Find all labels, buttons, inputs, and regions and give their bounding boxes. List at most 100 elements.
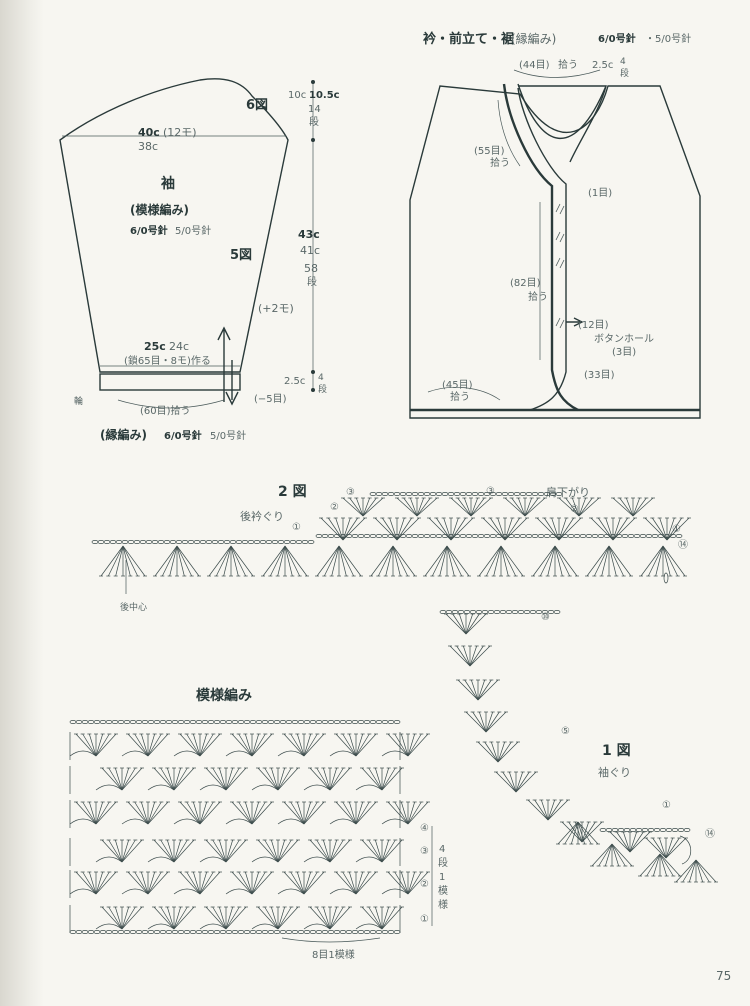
- stitch-symbol: [186, 801, 201, 825]
- stitch-symbol: [257, 839, 279, 863]
- stitch-symbol: [695, 859, 704, 883]
- stitch-symbol: [95, 856, 123, 863]
- stitch-symbol: [216, 545, 232, 577]
- decrease-arrow: [225, 360, 239, 406]
- stitch-symbol: [627, 534, 635, 538]
- stitch-symbol: [328, 517, 344, 541]
- stitch-symbol: [394, 733, 409, 757]
- stitch-symbol: [677, 828, 685, 832]
- stitch-symbol: [342, 517, 358, 541]
- stitch-symbol: [277, 839, 292, 863]
- stitch-symbol: [501, 492, 509, 496]
- stitch-symbol: [117, 930, 125, 934]
- stitch-symbol: [284, 545, 293, 577]
- motif-rep-h: 8目1模様: [312, 948, 355, 961]
- stitch-symbol: [225, 839, 247, 863]
- stitch-symbol: [212, 767, 227, 791]
- stitch-symbol: [469, 645, 491, 667]
- stitch-symbol: [111, 930, 119, 934]
- stitch-symbol: [540, 545, 556, 577]
- chart2-row1-left: ①: [292, 522, 301, 533]
- stitch-symbol: [320, 517, 344, 541]
- stitch-symbol: [95, 871, 117, 895]
- stitch-symbol: [115, 545, 124, 577]
- stitch-symbol: [459, 613, 467, 635]
- stitch-symbol: [581, 821, 596, 843]
- stitch-symbol: [329, 750, 357, 757]
- stitch-symbol: [277, 888, 305, 895]
- stitch-symbol: [369, 720, 377, 724]
- stitch-symbol: [477, 534, 485, 538]
- stitch-symbol: [683, 828, 691, 832]
- stitch-symbol: [525, 534, 533, 538]
- stitch-symbol: [279, 720, 287, 724]
- stitch-symbol: [617, 828, 625, 832]
- stitch-symbol: [357, 930, 365, 934]
- stitch-symbol: [632, 497, 654, 517]
- sleeve-edging-needle-main: 6/0号針: [164, 429, 202, 442]
- stitch-symbol: [87, 930, 95, 934]
- stitch-symbol: [159, 720, 167, 724]
- stitch-symbol: [345, 930, 353, 934]
- chart1-row14: ⑭: [705, 828, 715, 840]
- stitch-symbol: [362, 497, 384, 517]
- stitch-symbol: [179, 871, 201, 895]
- vest-band-rows-unit: 段: [620, 67, 629, 79]
- stitch-symbol: [82, 801, 97, 825]
- stitch-symbol: [225, 750, 253, 757]
- stitch-symbol: [405, 534, 413, 538]
- stitch-symbol: [322, 906, 331, 930]
- vest-front-neck-pick: 拾う: [490, 156, 510, 169]
- stitch-symbol: [270, 545, 286, 577]
- motif-rep-v-d: 模: [438, 885, 448, 897]
- stitch-symbol: [265, 540, 273, 544]
- stitch-symbol: [316, 767, 331, 791]
- stitch-symbol: [524, 497, 539, 517]
- stitch-symbol: [381, 534, 389, 538]
- stitch-symbol: [453, 492, 461, 496]
- stitch-symbol: [321, 930, 329, 934]
- stitch-symbol: [69, 818, 97, 825]
- stitch-symbol: [121, 767, 136, 791]
- stitch-symbol: [262, 545, 286, 577]
- stitch-symbol: [108, 906, 123, 930]
- stitch-symbol: [355, 801, 377, 825]
- stitch-symbol: [165, 930, 173, 934]
- stitch-symbol: [153, 767, 175, 791]
- stitch-symbol: [355, 923, 383, 930]
- stitch-symbol: [338, 545, 354, 577]
- stitch-symbol: [173, 906, 188, 930]
- stitch-symbol: [199, 801, 208, 825]
- stitch-symbol: [199, 856, 227, 863]
- stitch-symbol: [362, 497, 377, 517]
- stitch-symbol: [291, 720, 299, 724]
- stitch-symbol: [277, 767, 292, 791]
- stitch-symbol: [666, 517, 675, 541]
- stitch-symbol: [114, 767, 123, 791]
- stitch-symbol: [381, 839, 396, 863]
- stitch-symbol: [201, 930, 209, 934]
- stitch-symbol: [362, 497, 370, 517]
- stitch-symbol: [303, 720, 311, 724]
- stitch-symbol: [199, 733, 214, 757]
- stitch-symbol: [187, 540, 195, 544]
- stitch-symbol: [381, 906, 390, 930]
- stitch-symbol: [297, 720, 305, 724]
- stitch-symbol: [277, 540, 285, 544]
- stitch-symbol: [446, 545, 470, 577]
- stitch-symbol: [212, 839, 227, 863]
- stitch-symbol: [69, 930, 77, 934]
- stitch-symbol: [176, 545, 200, 577]
- stitch-symbol: [303, 871, 312, 895]
- stitch-symbol: [573, 534, 581, 538]
- stitch-symbol: [186, 733, 201, 757]
- stitch-symbol: [329, 888, 357, 895]
- stitch-symbol: [405, 492, 413, 496]
- stitch-symbol: [537, 492, 545, 496]
- stitch-symbol: [207, 720, 215, 724]
- stitch-symbol: [641, 828, 649, 832]
- stitch-symbol: [173, 839, 182, 863]
- stitch-symbol: [450, 497, 472, 517]
- stitch-symbol: [432, 545, 448, 577]
- stitch-symbol: [296, 801, 305, 825]
